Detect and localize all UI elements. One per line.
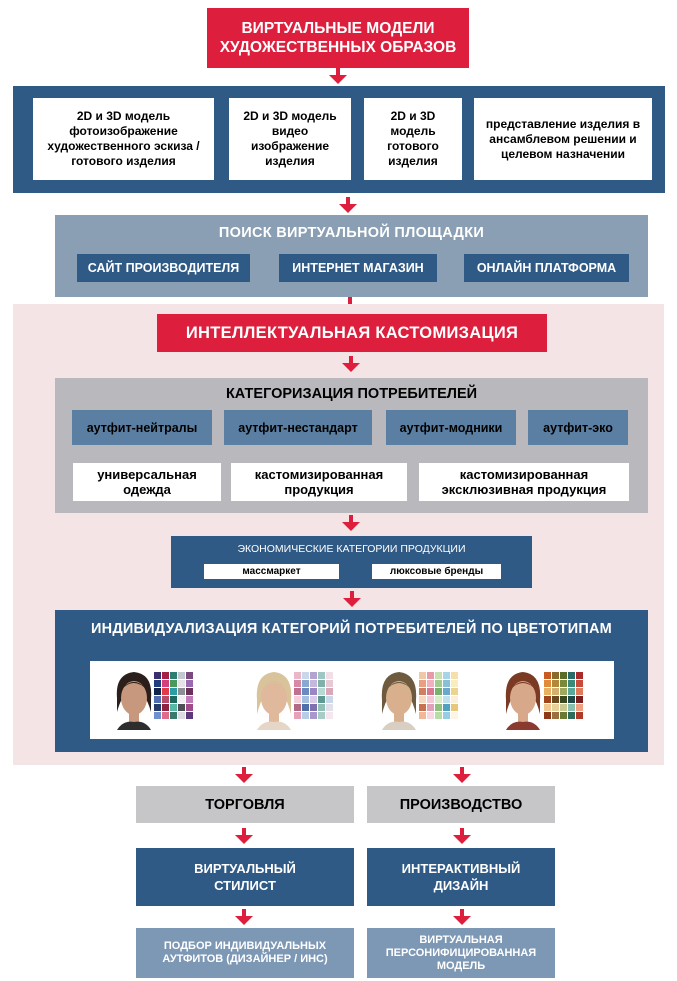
arrow-down-icon [343,591,361,607]
model-card-ensemble: представление изделия в ансамблевом реше… [474,98,652,180]
main-title: ВИРТУАЛЬНЫЕ МОДЕЛИ ХУДОЖЕСТВЕННЫХ ОБРАЗО… [207,8,469,68]
economic-panel [171,536,532,588]
economic-luxury: люксовые бренды [372,564,501,579]
production-result: ВИРТУАЛЬНАЯ ПЕРСОНИФИЦИРОВАННАЯ МОДЕЛЬ [367,928,555,978]
trade-result: ПОДБОР ИНДИВИДУАЛЬНЫХ АУТФИТОВ (ДИЗАЙНЕР… [136,928,354,978]
search-item-shop: ИНТЕРНЕТ МАГАЗИН [279,254,437,282]
search-item-platform: ОНЛАЙН ПЛАТФОРМА [464,254,629,282]
trade-title: ТОРГОВЛЯ [136,786,354,823]
economic-massmarket: массмаркет [204,564,339,579]
color-palette-winter [154,672,193,719]
search-item-site: САЙТ ПРОИЗВОДИТЕЛЯ [77,254,250,282]
arrow-down-icon [235,828,253,844]
arrow-down-icon [235,767,253,783]
economic-title: ЭКОНОМИЧЕСКИЕ КАТЕГОРИИ ПРОДУКЦИИ [237,543,466,555]
product-universal: универсальная одежда [73,463,221,501]
arrow-down-icon [453,767,471,783]
product-exclusive: кастомизированная эксклюзивная продукция [419,463,629,501]
individualization-title: ИНДИВИДУАЛИЗАЦИЯ КАТЕГОРИЙ ПОТРЕБИТЕЛЕЙ … [91,621,612,637]
arrow-down-icon [339,197,357,213]
color-palette-summer [294,672,333,719]
color-palette-autumn [544,672,583,719]
outfit-eco: аутфит-эко [528,410,628,445]
woman-face-dark-icon [116,672,152,730]
model-card-video: 2D и 3D модель видео изображение изделия [229,98,351,180]
arrow-down-icon [342,515,360,531]
arrow-down-icon [342,356,360,372]
categorization-title: КАТЕГОРИЗАЦИЯ ПОТРЕБИТЕЛЕЙ [225,386,478,402]
trade-step: ВИРТУАЛЬНЫЙ СТИЛИСТ [136,848,354,906]
outfit-fashion: аутфит-модники [386,410,516,445]
woman-face-brown-icon [381,672,417,730]
model-card-photo: 2D и 3D модель фотоизображение художеств… [33,98,214,180]
woman-face-blonde-icon [256,672,292,730]
arrow-down-icon [329,68,347,84]
model-card-ready: 2D и 3D модель готового изделия [364,98,462,180]
product-customized: кастомизированная продукция [231,463,407,501]
production-title: ПРОИЗВОДСТВО [367,786,555,823]
search-title: ПОИСК ВИРТУАЛЬНОЙ ПЛОЩАДКИ [218,225,485,241]
production-step: ИНТЕРАКТИВНЫЙ ДИЗАЙН [367,848,555,906]
color-palette-spring [419,672,458,719]
outfit-neutral: аутфит-нейтралы [72,410,212,445]
customization-title: ИНТЕЛЛЕКТУАЛЬНАЯ КАСТОМИЗАЦИЯ [157,314,547,352]
arrow-down-icon [453,909,471,925]
woman-face-red-icon [505,672,541,730]
arrow-down-icon [453,828,471,844]
arrow-down-icon [235,909,253,925]
outfit-nonstandard: аутфит-нестандарт [224,410,372,445]
